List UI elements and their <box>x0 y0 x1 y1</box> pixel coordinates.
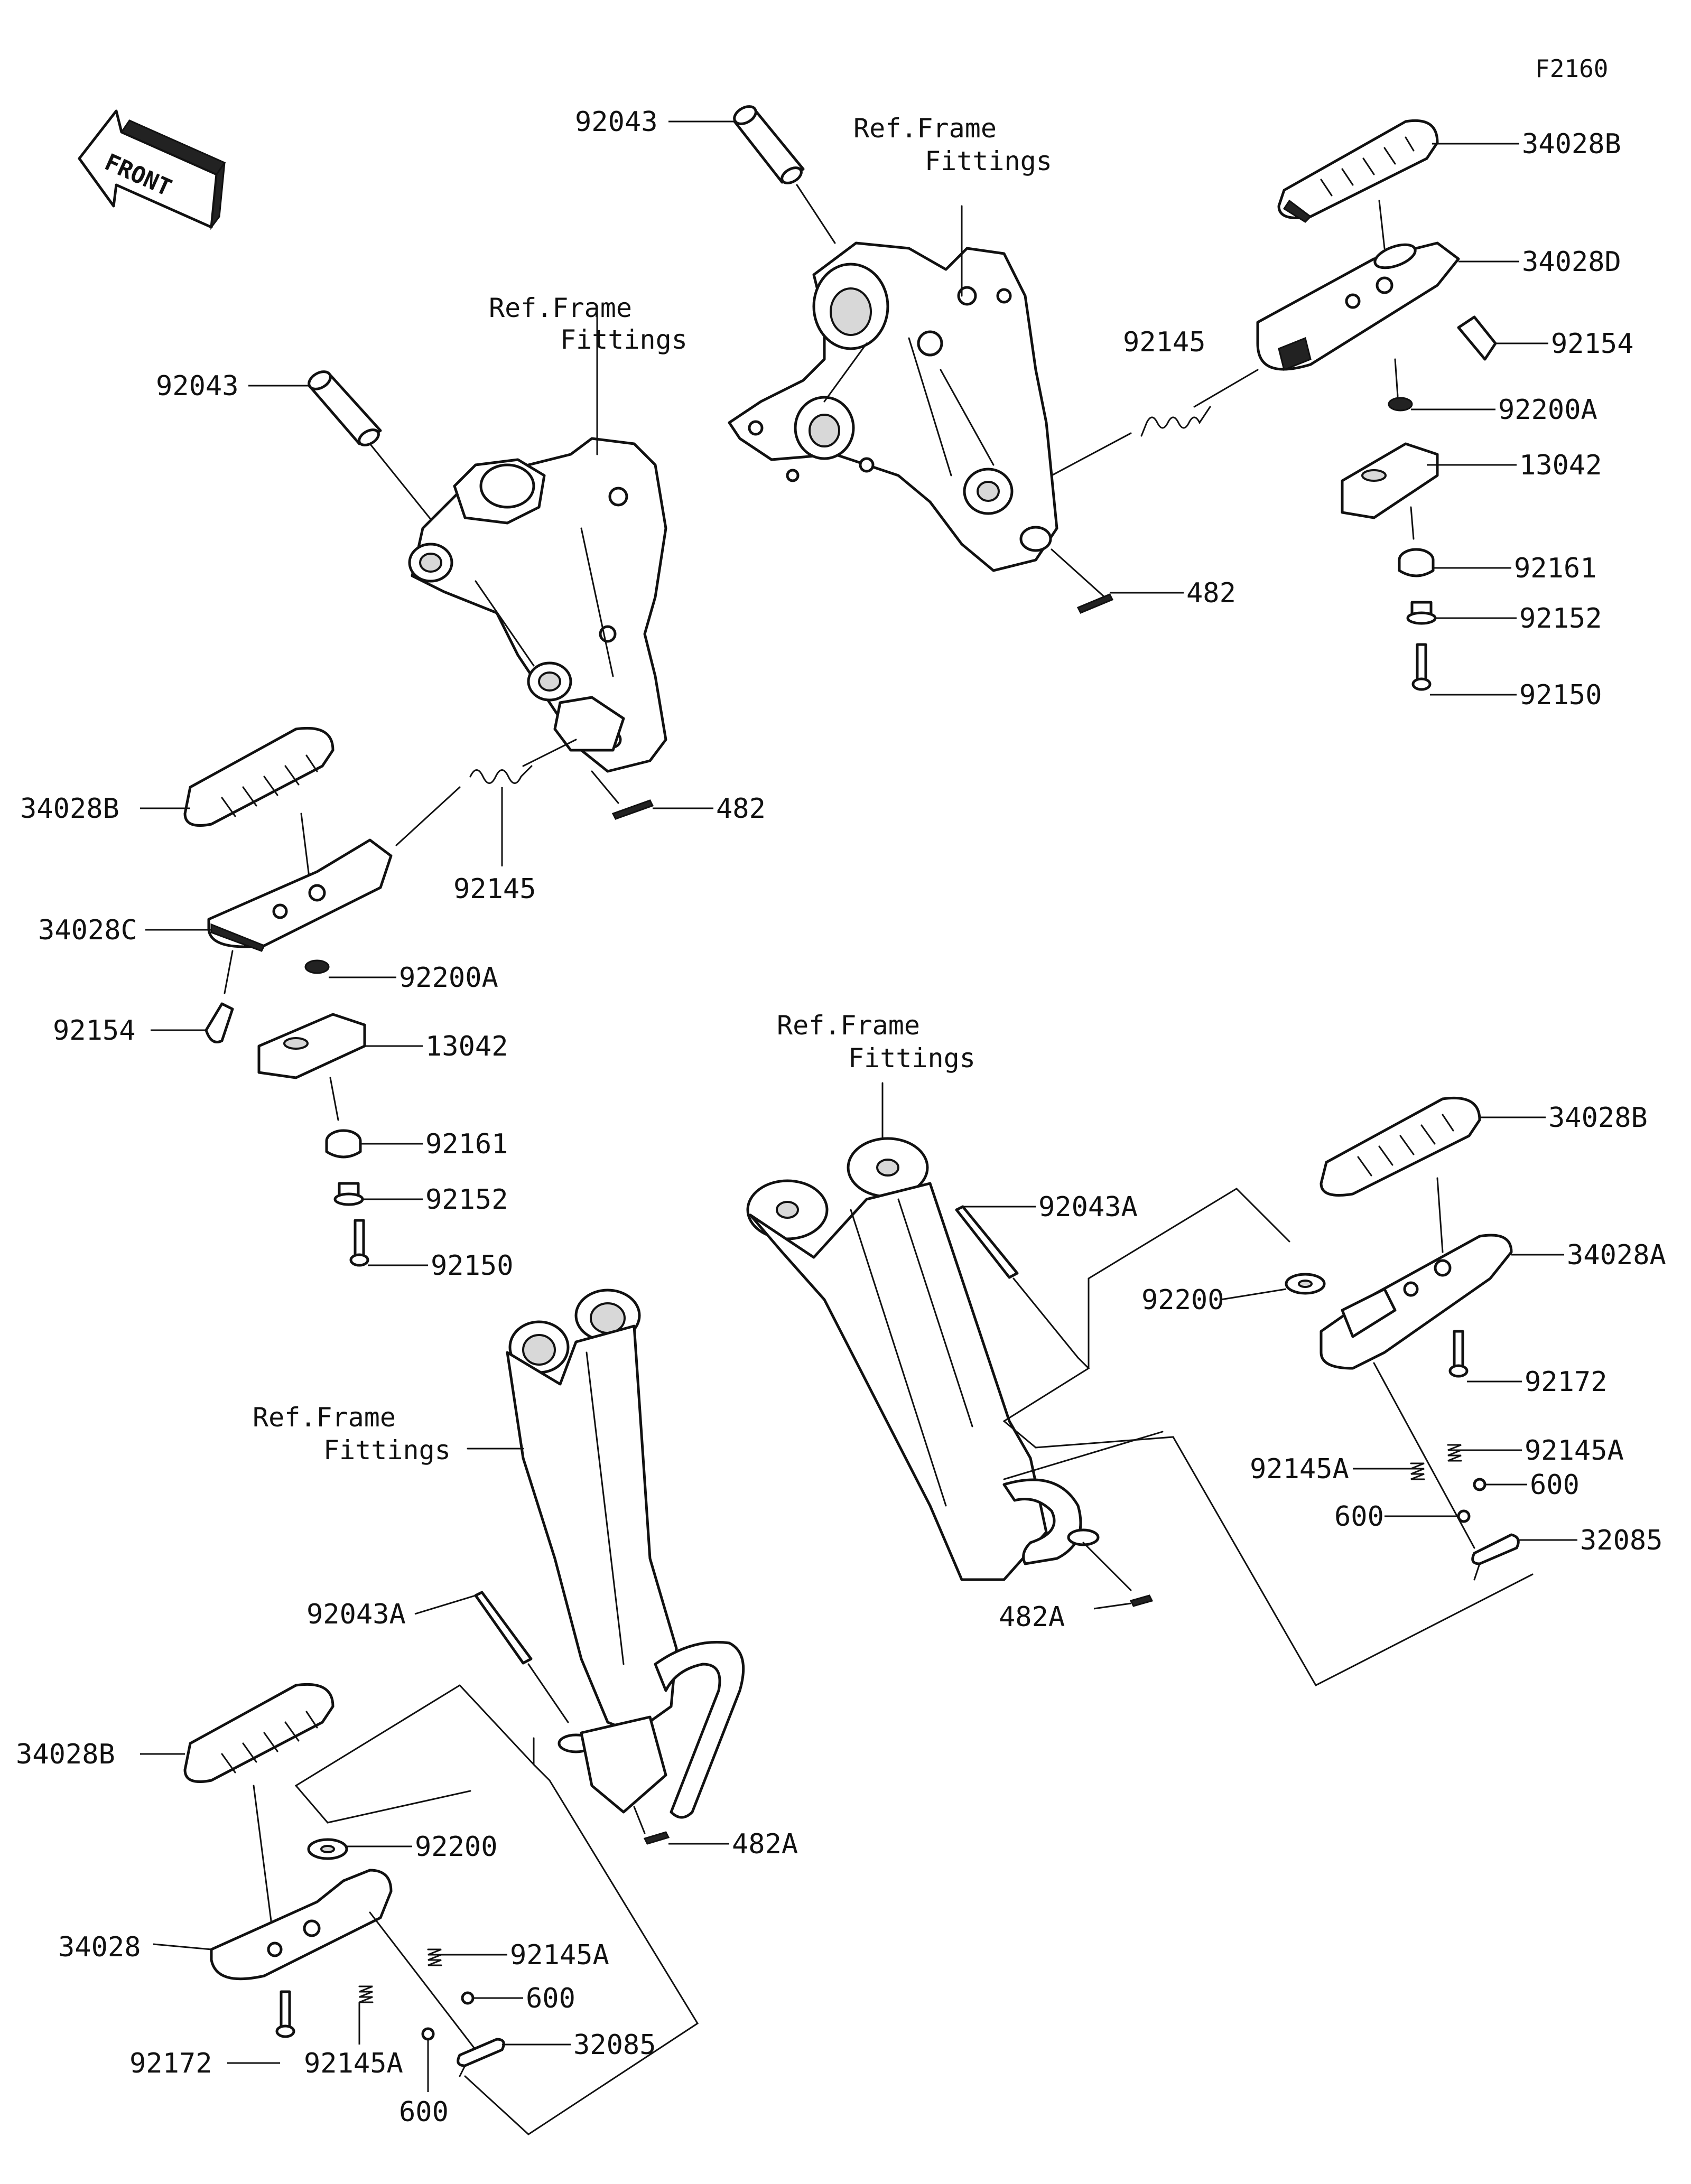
label-92043A-mr: 92043A <box>1038 1191 1138 1223</box>
label-92150-ml: 92150 <box>431 1250 514 1282</box>
label-92150-tr: 92150 <box>1519 679 1602 711</box>
part-labels: 92043 92043 34028B 34028D 92145 92154 92… <box>16 106 1666 2128</box>
label-92145A-bl-left: 92145A <box>304 2048 403 2079</box>
ref-frame-label-top: Ref.Frame <box>853 113 997 144</box>
pedal-bracket-middle-right <box>746 1082 1534 1686</box>
label-92161-tr: 92161 <box>1514 553 1597 584</box>
label-92043A-bl: 92043A <box>306 1599 406 1630</box>
footrest-assembly-middle-left <box>183 726 393 1267</box>
label-482A-bl: 482A <box>732 1828 798 1860</box>
label-482-tr: 482 <box>1186 577 1236 609</box>
spring-92145-top <box>1140 406 1211 437</box>
footrest-assembly-middle-right <box>1285 1096 1520 1581</box>
label-92145-ml: 92145 <box>453 873 536 905</box>
frame-bracket-left <box>308 305 667 846</box>
ref-fittings-label-mid: Fittings <box>848 1043 975 1074</box>
frame-bracket-right <box>728 105 1259 598</box>
label-34028B-bl: 34028B <box>16 1739 115 1770</box>
label-600-bl-bottom: 600 <box>399 2096 449 2128</box>
label-92200A-tr: 92200A <box>1498 394 1597 426</box>
label-92172-mr: 92172 <box>1525 1366 1608 1398</box>
label-34028B-mr: 34028B <box>1548 1102 1648 1134</box>
label-34028C: 34028C <box>38 914 137 946</box>
label-600-mr-right: 600 <box>1530 1469 1579 1501</box>
ref-fittings-label-left: Fittings <box>560 324 687 355</box>
label-34028B-tr: 34028B <box>1522 128 1621 160</box>
label-92200-mr: 92200 <box>1141 1284 1224 1316</box>
label-92145-tr: 92145 <box>1123 326 1206 358</box>
label-92200-bl: 92200 <box>415 1831 498 1863</box>
ref-fittings-label-top: Fittings <box>925 146 1052 176</box>
ref-fittings-label-bottom: Fittings <box>323 1435 451 1466</box>
footrest-assembly-top-right <box>1256 119 1497 691</box>
label-13042-ml: 13042 <box>425 1031 508 1062</box>
footrest-assembly-bottom-left <box>183 1683 505 2077</box>
ref-frame-label-left: Ref.Frame <box>489 293 632 323</box>
label-92152-ml: 92152 <box>425 1184 508 1216</box>
label-92152-tr: 92152 <box>1519 603 1602 634</box>
label-92154-tr: 92154 <box>1551 328 1634 360</box>
label-600-bl-right: 600 <box>526 1983 575 2014</box>
pedal-bracket-bottom-left <box>294 1289 745 2135</box>
label-92043-left: 92043 <box>156 370 239 402</box>
label-92200A-ml: 92200A <box>399 962 498 994</box>
label-92154-ml: 92154 <box>53 1015 136 1047</box>
label-600-mr-left: 600 <box>1334 1501 1384 1533</box>
label-34028-bl: 34028 <box>58 1931 141 1963</box>
label-34028A: 34028A <box>1567 1239 1666 1271</box>
label-13042-tr: 13042 <box>1519 450 1602 481</box>
label-34028D: 34028D <box>1522 246 1621 278</box>
ref-frame-label-bottom: Ref.Frame <box>253 1402 396 1433</box>
diagram-code: F2160 <box>1535 54 1608 83</box>
label-482A-mr: 482A <box>999 1601 1065 1633</box>
leader-lines <box>140 120 1577 2092</box>
label-92145A-bl-right: 92145A <box>510 1939 609 1971</box>
label-92145A-mr-left: 92145A <box>1250 1453 1349 1485</box>
label-34028B-ml: 34028B <box>20 793 119 825</box>
label-32085-mr: 32085 <box>1580 1525 1663 1556</box>
label-92172-bl: 92172 <box>129 2048 212 2079</box>
label-92161-ml: 92161 <box>425 1128 508 1160</box>
label-92145A-mr-right: 92145A <box>1525 1435 1624 1467</box>
ref-frame-label-mid: Ref.Frame <box>777 1010 920 1041</box>
label-32085-bl: 32085 <box>573 2029 656 2061</box>
label-92043-top: 92043 <box>575 106 658 138</box>
front-arrow-icon: FRONT <box>78 109 226 230</box>
label-482-ml: 482 <box>716 793 766 825</box>
